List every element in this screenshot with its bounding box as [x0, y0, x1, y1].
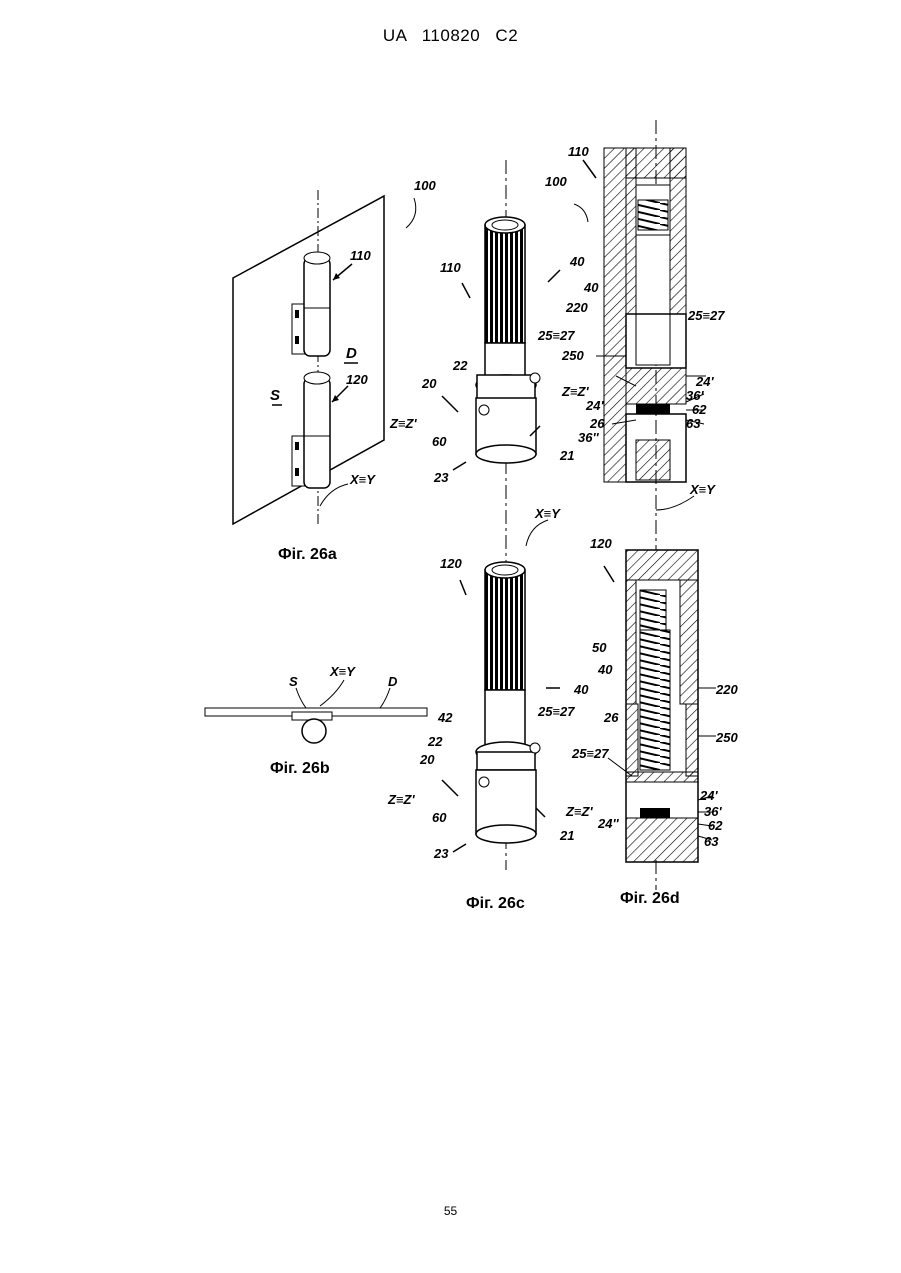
label-42-c: 42	[437, 710, 453, 725]
label-40-c2: 40	[573, 682, 589, 697]
label-50-d: 50	[592, 640, 607, 655]
label-36p-d2: 36'	[704, 804, 722, 819]
label-23-c: 23	[433, 470, 449, 485]
label-110-c: 110	[440, 260, 461, 275]
label-20-c: 20	[421, 376, 437, 391]
label-63-d: 63	[686, 416, 701, 431]
page-number: 55	[0, 1204, 901, 1218]
label-21-c: 21	[559, 448, 574, 463]
label-36p-d: 36'	[686, 388, 704, 403]
label-23-c2: 23	[433, 846, 449, 861]
caption-fig-26b: Фіг. 26b	[270, 760, 330, 778]
label-250-d2: 250	[715, 730, 738, 745]
label-110-d: 110	[568, 144, 589, 159]
label-XY-a: X≡Y	[349, 472, 376, 487]
label-24pp-d: 24'	[585, 398, 604, 413]
label-24p-d: 24'	[695, 374, 714, 389]
label-20-c2: 20	[419, 752, 435, 767]
figure-26d	[574, 120, 716, 890]
figure-26b	[205, 680, 427, 743]
label-26-d: 26	[589, 416, 605, 431]
label-26-d2: 26	[603, 710, 619, 725]
label-60-c2: 60	[432, 810, 447, 825]
label-40-d: 40	[583, 280, 599, 295]
label-2527-d: 25≡27	[687, 308, 725, 323]
label-D-a: D	[346, 345, 357, 362]
label-ZZ-c: Z≡Z'	[389, 416, 417, 431]
label-2527-d2: 25≡27	[571, 746, 609, 761]
label-63-d2: 63	[704, 834, 719, 849]
label-24pp-d2: 24''	[597, 816, 620, 831]
label-62-d: 62	[692, 402, 707, 417]
label-21-c2: 21	[559, 828, 574, 843]
label-2527-c: 25≡27	[537, 328, 575, 343]
label-110-a: 110	[350, 248, 371, 263]
label-40-d2: 40	[597, 662, 613, 677]
label-250-d: 250	[561, 348, 584, 363]
caption-fig-26d: Фіг. 26d	[620, 890, 680, 908]
label-2527-c2: 25≡27	[537, 704, 575, 719]
label-XY-c: X≡Y	[534, 506, 561, 521]
label-62-d2: 62	[708, 818, 723, 833]
label-XY-b: X≡Y	[329, 664, 356, 679]
caption-fig-26c: Фіг. 26c	[466, 895, 525, 913]
label-120-c: 120	[440, 556, 462, 571]
label-220-d: 220	[565, 300, 588, 315]
label-D-b: D	[388, 674, 398, 689]
label-22-c2: 22	[427, 734, 443, 749]
label-220-d2: 220	[715, 682, 738, 697]
label-S-b: S	[289, 674, 298, 689]
label-S-a: S	[270, 387, 280, 404]
label-24p-d2: 24'	[699, 788, 718, 803]
label-22-c: 22	[452, 358, 468, 373]
label-100-a: 100	[414, 178, 436, 193]
label-ZZ-d: Z≡Z'	[561, 384, 589, 399]
label-XY-d: X≡Y	[689, 482, 716, 497]
label-120-a: 120	[346, 372, 368, 387]
label-36pp-d: 36''	[578, 430, 600, 445]
caption-fig-26a: Фіг. 26a	[278, 546, 337, 564]
label-100-d: 100	[545, 174, 567, 189]
label-120-d: 120	[590, 536, 612, 551]
label-40-c: 40	[569, 254, 585, 269]
figure-26a	[233, 190, 416, 525]
label-ZZ-d2: Z≡Z'	[565, 804, 593, 819]
label-ZZ-c2: Z≡Z'	[387, 792, 415, 807]
label-60-c: 60	[432, 434, 447, 449]
